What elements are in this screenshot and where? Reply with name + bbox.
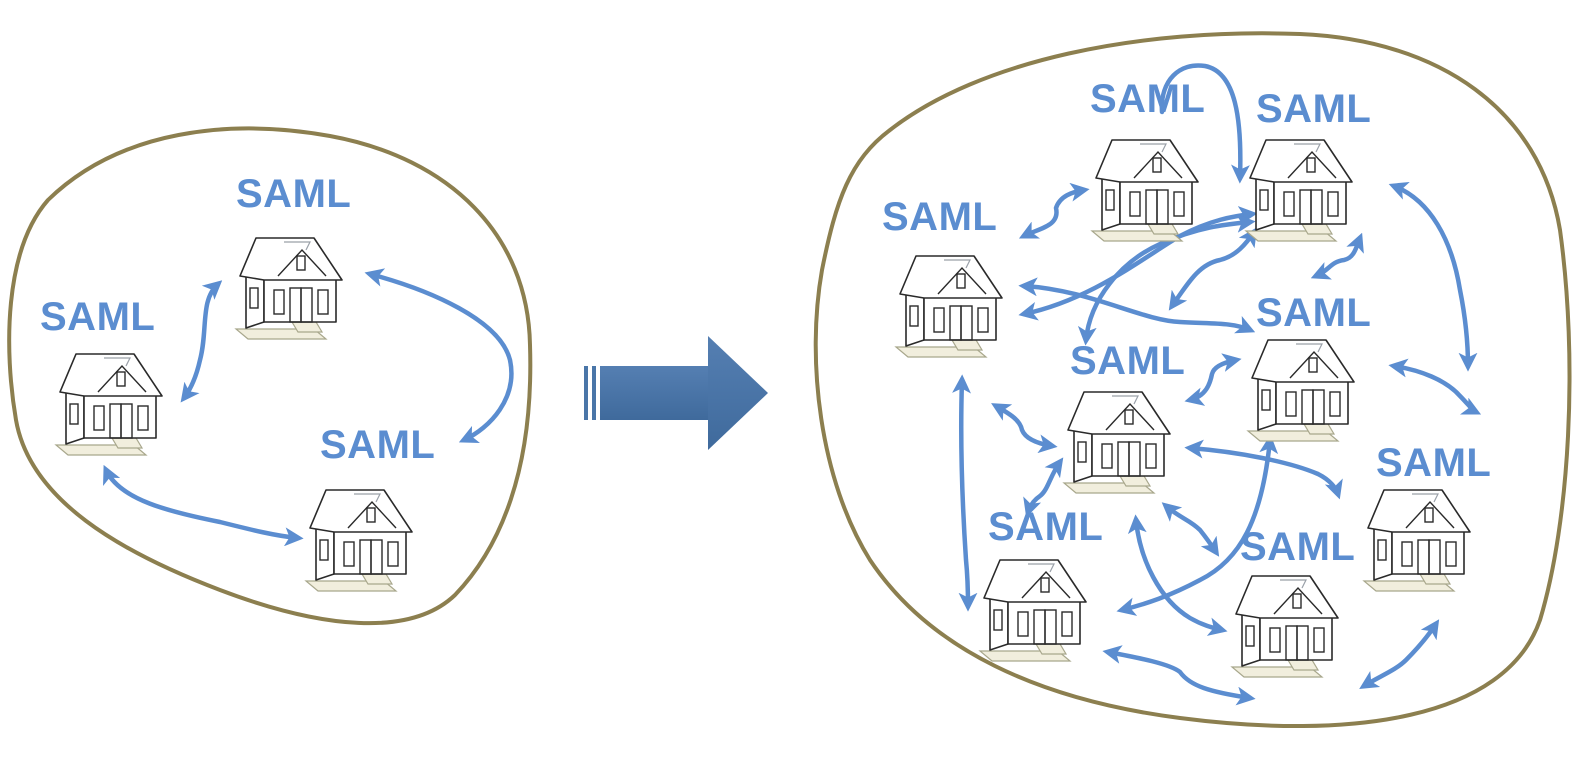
saml-label: SAML	[1240, 525, 1355, 569]
house-icon	[979, 559, 1087, 662]
left-node-3: SAML	[305, 423, 435, 592]
house-icon	[305, 489, 413, 592]
saml-label: SAML	[1070, 339, 1185, 383]
house-icon	[1245, 139, 1353, 242]
house-icon	[235, 237, 343, 340]
saml-label: SAML	[1256, 291, 1371, 335]
saml-label: SAML	[988, 505, 1103, 549]
right-node-mid-right: SAML	[1247, 291, 1371, 442]
right-connectors	[952, 63, 1482, 706]
saml-label: SAML	[236, 172, 351, 216]
right-arrow-icon	[584, 336, 768, 450]
saml-label: SAML	[1376, 441, 1491, 485]
left-node-2: SAML	[40, 295, 163, 456]
left-connectors	[103, 268, 514, 547]
left-node-1: SAML	[235, 172, 351, 340]
house-icon	[1247, 339, 1355, 442]
right-node-center: SAML	[1063, 339, 1185, 494]
house-icon	[1063, 391, 1171, 494]
house-icon	[895, 255, 1003, 358]
saml-label: SAML	[320, 423, 435, 467]
house-icon	[1091, 139, 1199, 242]
saml-label: SAML	[1090, 77, 1205, 121]
right-node-far-right: SAML	[1363, 441, 1491, 592]
saml-label: SAML	[1256, 87, 1371, 131]
house-icon	[55, 353, 163, 456]
right-node-bottom-left: SAML	[979, 505, 1103, 662]
saml-label: SAML	[40, 295, 155, 339]
house-icon	[1363, 489, 1471, 592]
house-icon	[1231, 575, 1339, 678]
right-node-left: SAML	[882, 195, 1003, 358]
right-federation-boundary	[813, 31, 1572, 729]
right-node-top-right: SAML	[1245, 87, 1371, 242]
saml-label: SAML	[882, 195, 997, 239]
right-node-top-center: SAML	[1090, 77, 1205, 242]
left-federation-boundary	[7, 126, 533, 626]
right-node-bottom-center: SAML	[1231, 525, 1355, 678]
